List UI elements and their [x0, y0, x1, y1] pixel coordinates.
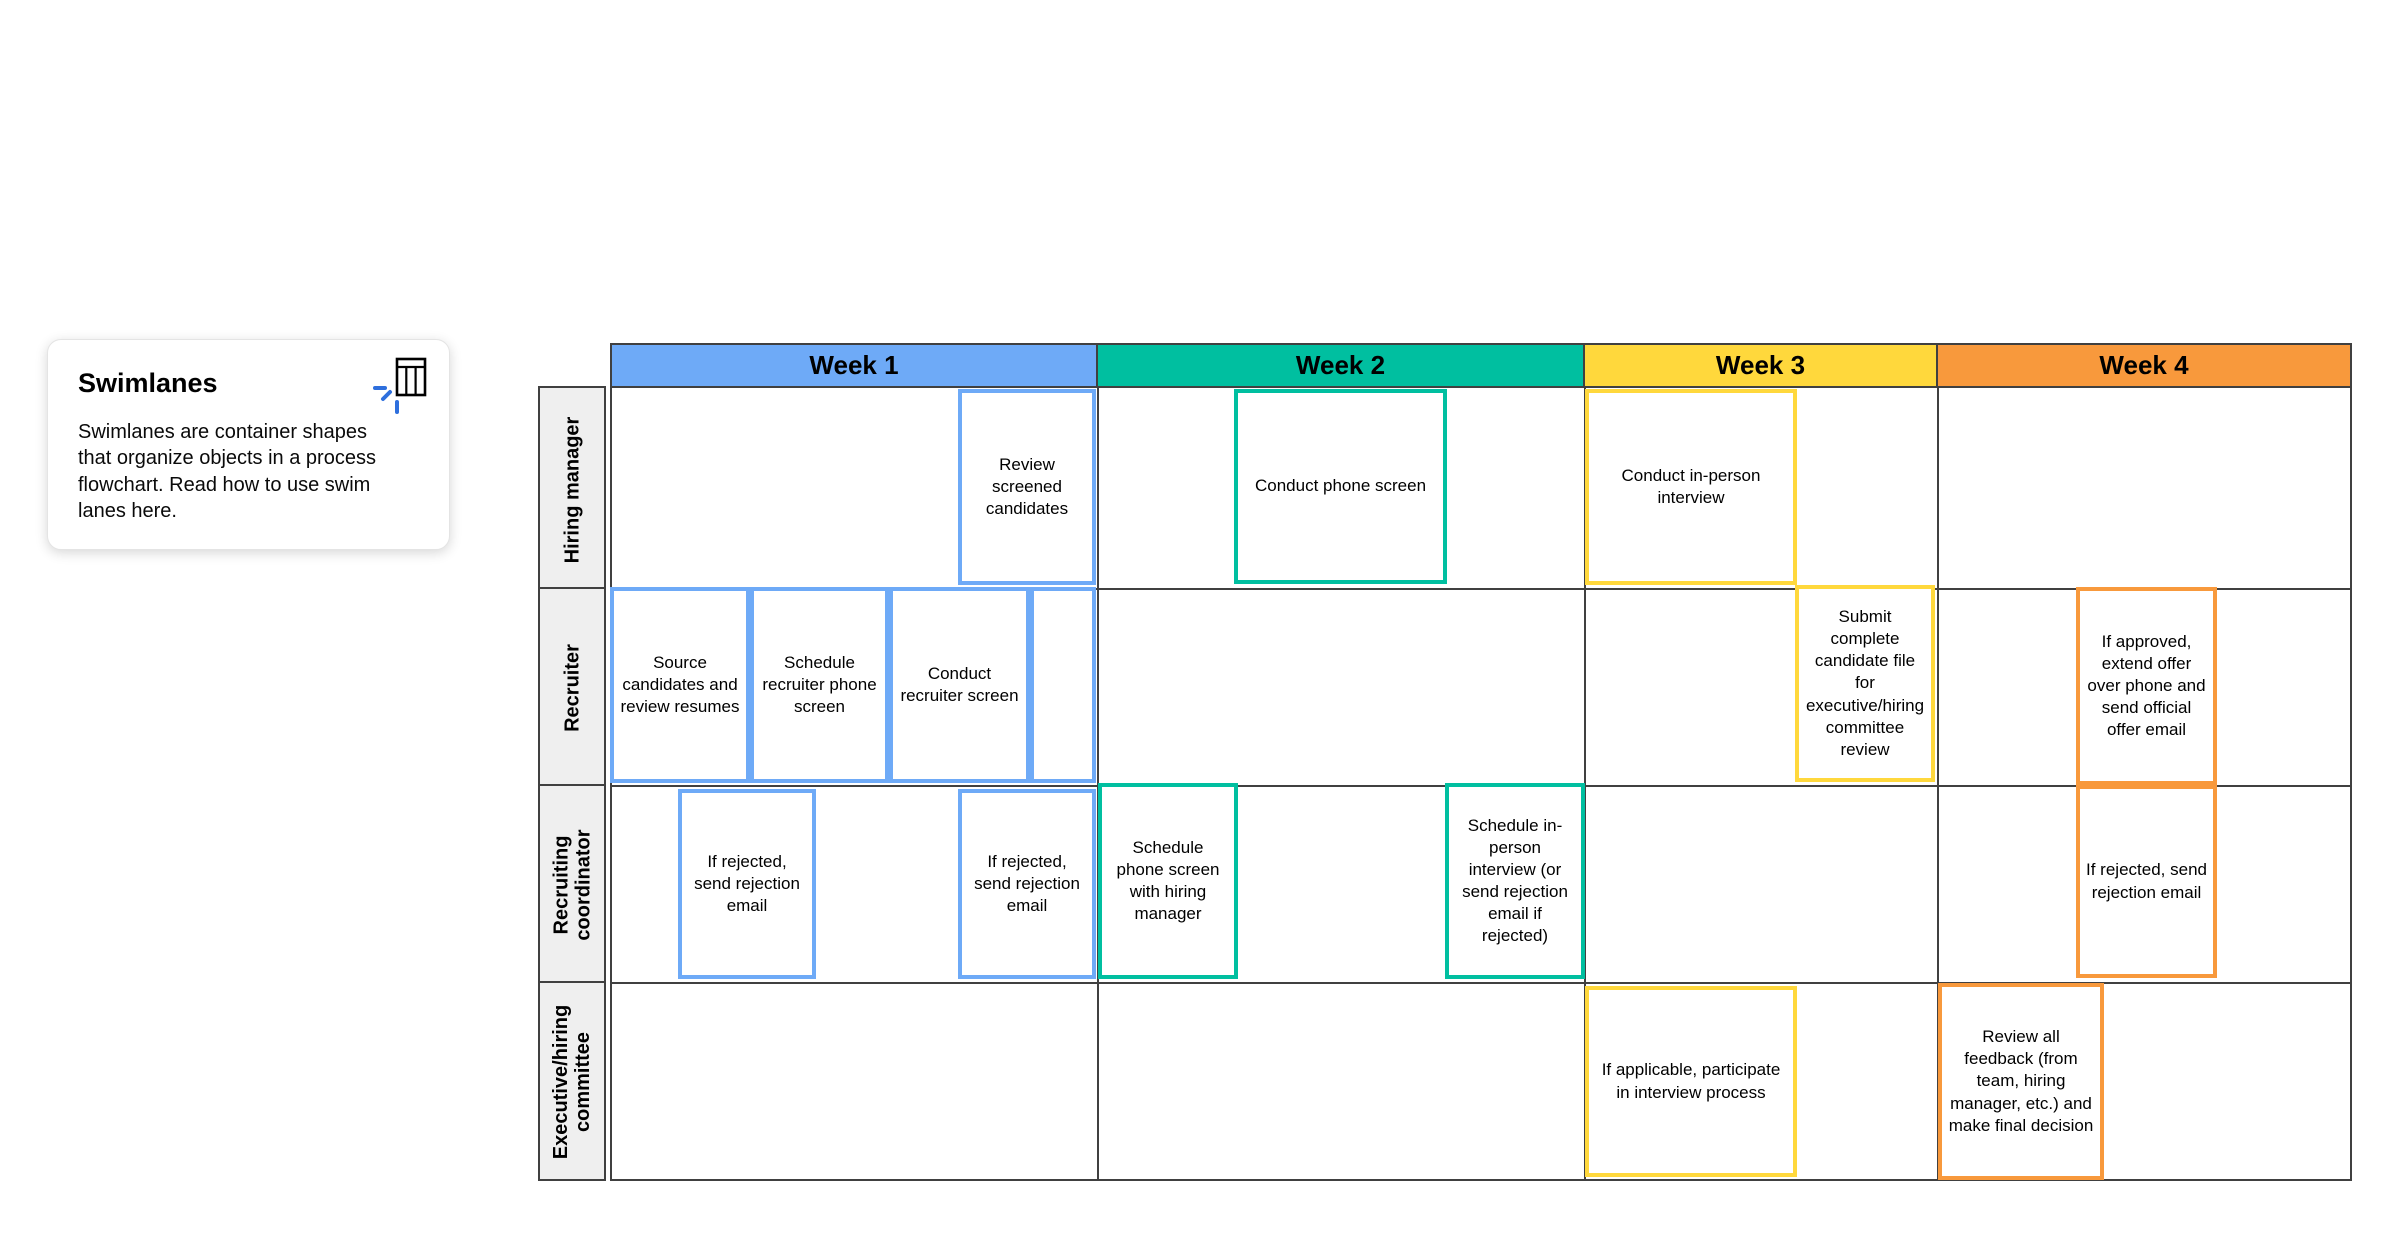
week-boundary-line	[1937, 386, 1939, 1181]
lane-label-1[interactable]: Hiring manager	[538, 386, 606, 589]
task-shape[interactable]: Schedule phone screen with hiring manage…	[1098, 783, 1238, 979]
task-label: Schedule phone screen with hiring manage…	[1116, 837, 1220, 924]
lane-label-text: Hiring manager	[560, 416, 583, 563]
lane-label-text: Recruiter	[540, 594, 604, 781]
task-label: Schedule in-person interview (or send re…	[1462, 815, 1568, 946]
week-header-3[interactable]: Week 3	[1583, 343, 1938, 388]
task-label: If rejected, send rejection email	[974, 851, 1080, 916]
task-label: Submit complete candidate file for execu…	[1805, 607, 1925, 759]
week-boundary-line	[1584, 386, 1586, 1181]
task-label: Conduct recruiter screen	[900, 663, 1019, 705]
task-shape[interactable]: If approved, extend offer over phone and…	[2076, 587, 2217, 785]
lane-label-4[interactable]: Executive/hiring committee	[538, 981, 606, 1181]
task-shape[interactable]: If rejected, send rejection email	[678, 789, 816, 979]
lane-label-text: Recruiter	[560, 643, 583, 732]
week-header-label: Week 2	[1295, 350, 1386, 380]
lane-label-text: Executive/hiring committee	[549, 1004, 594, 1160]
task-shape[interactable]: Submit complete candidate file for execu…	[1795, 585, 1935, 782]
task-label: Source candidates and review resumes	[620, 652, 740, 717]
card-body: Swimlanes are container shapes that orga…	[78, 421, 376, 523]
task-shape[interactable]: Schedule in-person interview (or send re…	[1445, 783, 1585, 979]
task-shape[interactable]: If rejected, send rejection email	[2076, 785, 2217, 978]
task-shape[interactable]: Schedule recruiter phone screen	[750, 587, 889, 783]
task-label: Review screened candidates	[985, 454, 1069, 519]
lane-label-3[interactable]: Recruiting coordinator	[538, 784, 606, 983]
task-label: If applicable, participate in interview …	[1601, 1060, 1781, 1102]
task-shape[interactable]: Conduct recruiter screen	[889, 587, 1030, 783]
task-label: If approved, extend offer over phone and…	[2087, 631, 2206, 740]
task-shape[interactable]	[1030, 587, 1096, 783]
task-label: Schedule recruiter phone screen	[762, 652, 877, 717]
card-title: Swimlanes	[78, 368, 218, 398]
task-shape[interactable]: If applicable, participate in interview …	[1585, 986, 1797, 1177]
week-header-label: Week 3	[1715, 350, 1806, 380]
week-header-1[interactable]: Week 1	[610, 343, 1098, 388]
lane-label-text: Executive/hiring committee	[540, 988, 604, 1176]
task-label: If rejected, send rejection email	[694, 851, 800, 916]
swimlanes-info-card: Swimlanes Swimlanes are container shapes…	[47, 339, 450, 550]
task-shape[interactable]: Review screened candidates	[958, 389, 1096, 585]
lane-label-2[interactable]: Recruiter	[538, 587, 606, 786]
week-header-label: Week 1	[809, 350, 899, 380]
task-label: Conduct in-person interview	[1621, 465, 1761, 507]
lane-label-text: Hiring manager	[540, 393, 604, 586]
lane-label-text: Recruiting coordinator	[540, 791, 604, 978]
task-shape[interactable]: Conduct phone screen	[1234, 389, 1447, 584]
week-header-4[interactable]: Week 4	[1936, 343, 2352, 388]
task-shape[interactable]: Source candidates and review resumes	[610, 587, 750, 783]
lane-boundary-line	[610, 982, 2352, 984]
task-label: If rejected, send rejection email	[2086, 860, 2207, 902]
lane-label-text: Recruiting coordinator	[549, 828, 594, 941]
task-shape[interactable]: Review all feedback (from team, hiring m…	[1938, 983, 2104, 1180]
task-label: Conduct phone screen	[1254, 476, 1427, 496]
week-header-2[interactable]: Week 2	[1096, 343, 1585, 388]
task-label: Review all feedback (from team, hiring m…	[1948, 1027, 2094, 1135]
lane-boundary-line	[610, 588, 2352, 590]
task-shape[interactable]: If rejected, send rejection email	[958, 789, 1096, 979]
task-shape[interactable]: Conduct in-person interview	[1585, 389, 1797, 585]
week-header-label: Week 4	[2099, 350, 2189, 380]
swimlane-table-icon	[373, 357, 427, 414]
